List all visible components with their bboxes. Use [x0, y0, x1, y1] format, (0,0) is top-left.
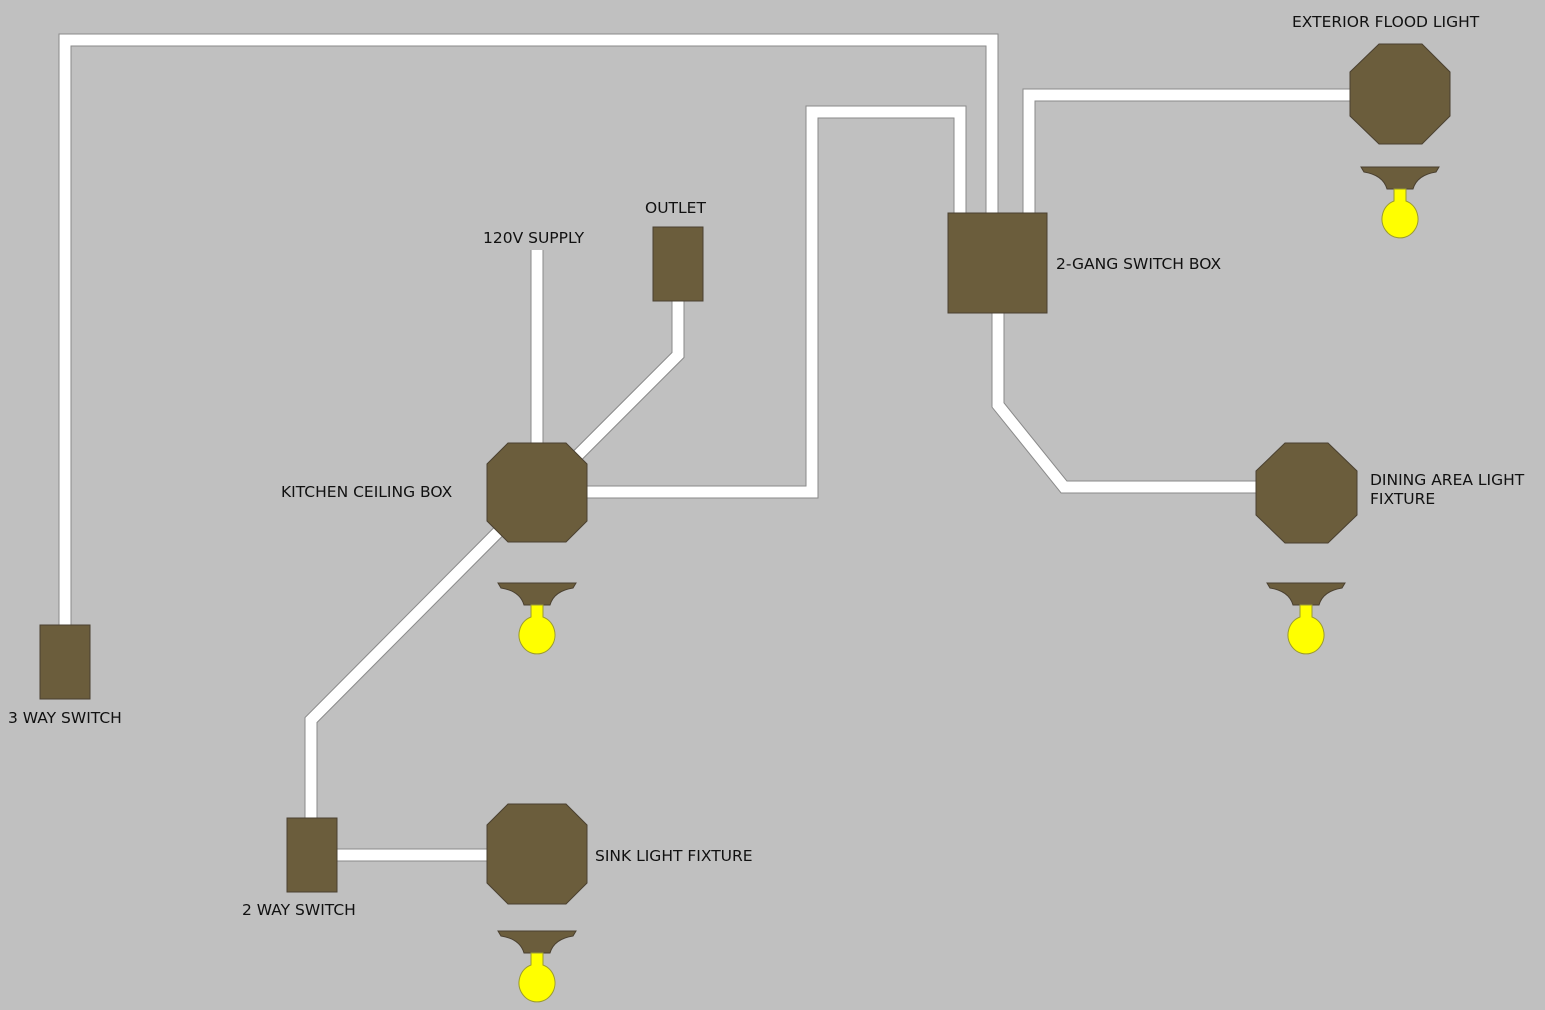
label-2way-switch: 2 WAY SWITCH [242, 901, 356, 919]
3way-switch [39, 624, 91, 700]
light-bulb-icon [1360, 166, 1440, 239]
bulb-glass-icon [1287, 604, 1325, 655]
label-3way-switch: 3 WAY SWITCH [8, 709, 122, 727]
wire-3way-to-gang [58, 33, 999, 625]
dining-area-light-fixture [1255, 442, 1358, 544]
light-bulb-icon [1266, 582, 1346, 655]
wire-gang-to-dining [991, 313, 1256, 494]
kitchen-ceiling-box [486, 442, 588, 543]
bulb-socket-icon [1266, 582, 1346, 606]
light-bulb-icon [497, 930, 577, 1003]
sink-light-fixture [486, 803, 588, 905]
bulbs [497, 166, 1440, 1003]
label-120v-supply: 120V SUPPLY [483, 229, 585, 247]
bulb-socket-icon [1360, 166, 1440, 190]
wires [58, 33, 1350, 862]
2way-switch [286, 817, 338, 893]
label-exterior-flood-light: EXTERIOR FLOOD LIGHT [1292, 13, 1480, 31]
wire-gang-to-flood [1022, 88, 1350, 213]
bulb-socket-icon [497, 930, 577, 954]
2-gang-switch-box [947, 212, 1048, 314]
label-outlet: OUTLET [645, 199, 706, 217]
label-dining-area-line1: DINING AREA LIGHT [1370, 471, 1525, 489]
label-2-gang-switch-box: 2-GANG SWITCH BOX [1056, 255, 1221, 273]
bulb-socket-icon [497, 582, 577, 606]
wire-kitchen-to-2way [304, 522, 508, 818]
wire-outlet-to-kitchen [568, 301, 685, 465]
bulb-glass-icon [518, 952, 556, 1003]
bulb-glass-icon [518, 604, 556, 655]
label-sink-light-fixture: SINK LIGHT FIXTURE [595, 847, 753, 865]
bulb-glass-icon [1381, 188, 1419, 239]
label-kitchen-ceiling-box: KITCHEN CEILING BOX [281, 483, 453, 501]
exterior-flood-light [1349, 43, 1451, 145]
label-dining-area-line2: FIXTURE [1370, 490, 1435, 508]
light-bulb-icon [497, 582, 577, 655]
wire-kitchen-to-gang [587, 105, 967, 499]
outlet-box [652, 226, 704, 302]
